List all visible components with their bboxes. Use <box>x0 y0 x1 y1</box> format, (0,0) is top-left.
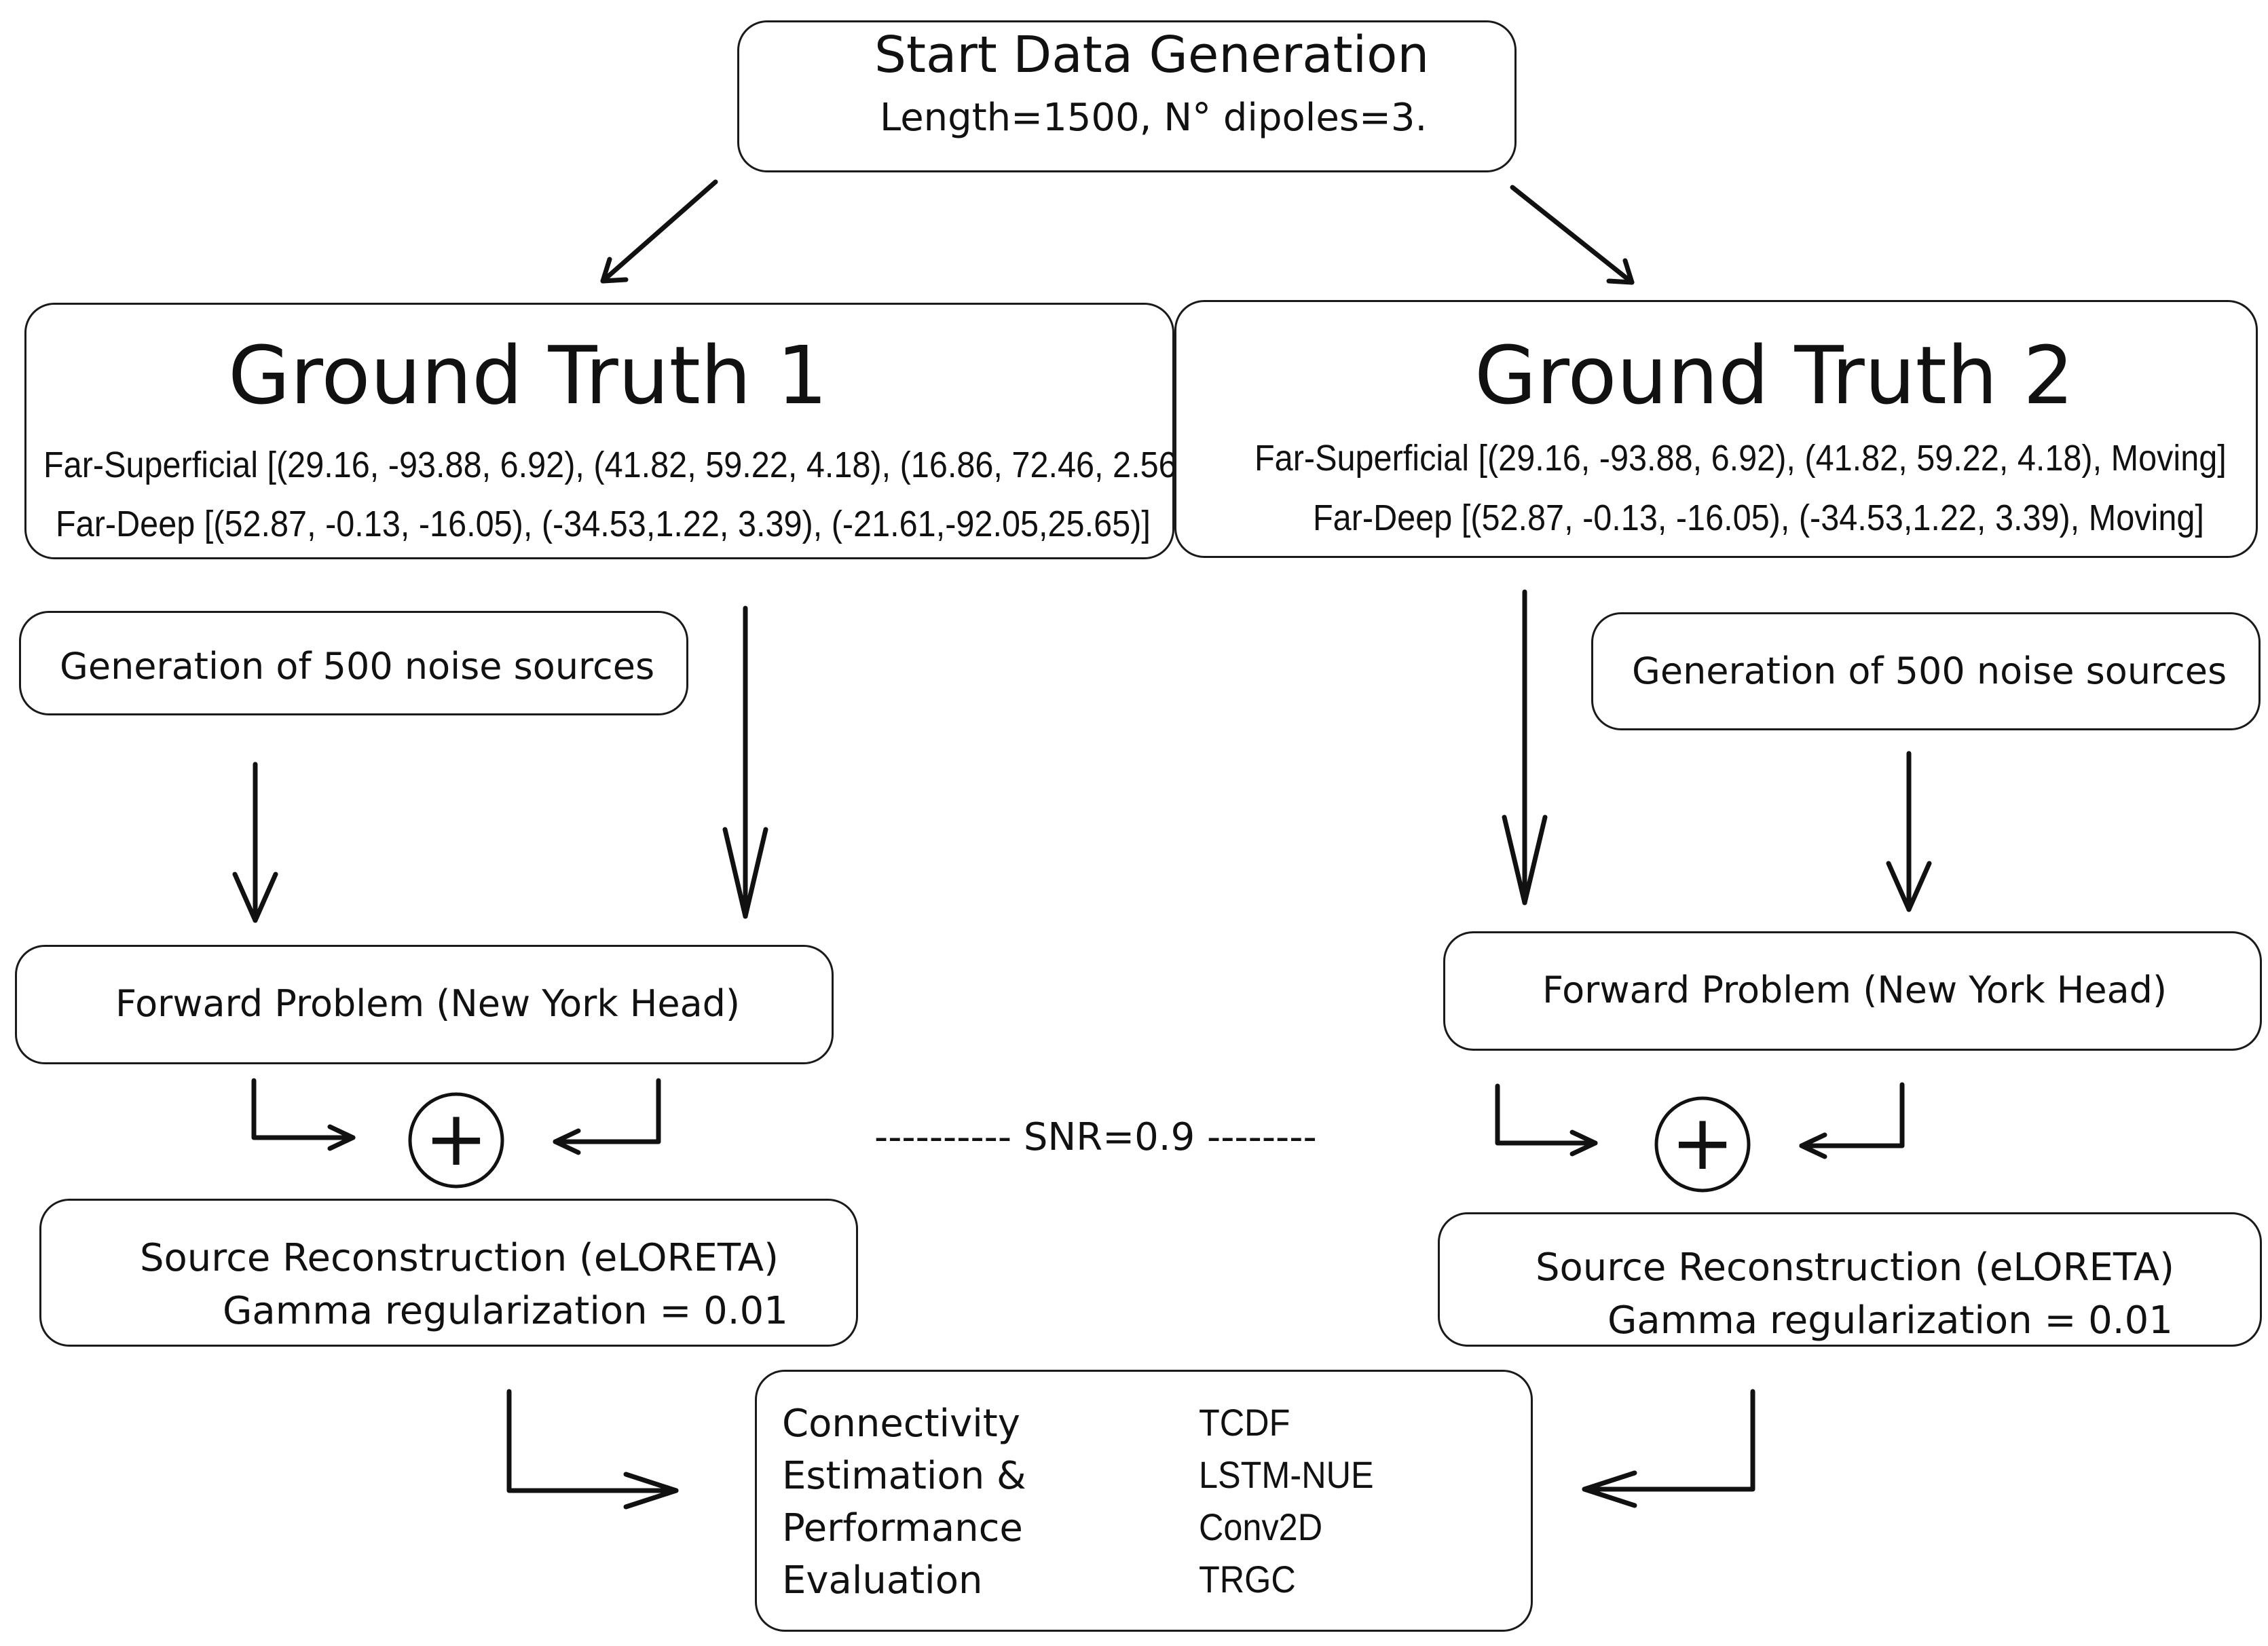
sum-symbol-right: + <box>1671 1099 1734 1187</box>
method-conv2d: Conv2D <box>1199 1505 1323 1548</box>
sum-symbol-left: + <box>424 1095 488 1183</box>
source-reconstruction-method-right: Source Reconstruction (eLORETA) <box>1536 1246 2174 1290</box>
arrow-recon-left-to-connectivity <box>506 1389 679 1493</box>
forward-problem-box-left <box>15 945 834 1064</box>
source-reconstruction-box-left <box>39 1199 858 1347</box>
connectivity-line-1: Connectivity <box>782 1402 1020 1446</box>
arrow-merge-right-in-head <box>1569 1129 1598 1157</box>
arrow-merge-left-noise <box>553 1078 661 1144</box>
arrow-merge-right-noise <box>1799 1082 1905 1148</box>
method-trgc: TRGC <box>1199 1558 1296 1601</box>
arrow-merge-left-in <box>251 1078 356 1140</box>
arrow-merge-right-in <box>1495 1083 1598 1146</box>
ground-truth-1-far-superficial: Far-Superficial [(29.16, -93.88, 6.92), … <box>43 445 1197 485</box>
arrow-merge-left-in-head <box>327 1124 356 1151</box>
ground-truth-2-far-deep: Far-Deep [(52.87, -0.13, -16.05), (-34.5… <box>1313 498 2204 538</box>
forward-problem-label-right: Forward Problem (New York Head) <box>1542 969 2168 1011</box>
sum-circle-right <box>1654 1096 1751 1193</box>
source-reconstruction-gamma-left: Gamma regularization = 0.01 <box>223 1289 788 1333</box>
arrow-start-to-gt1 <box>600 179 718 284</box>
arrow-gt2-down-head <box>1502 815 1548 905</box>
noise-box-left <box>19 611 688 715</box>
method-tcdf: TCDF <box>1199 1401 1290 1444</box>
connectivity-line-2: Estimation & <box>782 1454 1026 1498</box>
noise-label-left: Generation of 500 noise sources <box>60 645 655 688</box>
source-reconstruction-gamma-right: Gamma regularization = 0.01 <box>1607 1298 2173 1343</box>
sum-circle-left <box>408 1092 504 1189</box>
snr-label: ---------- SNR=0.9 -------- <box>874 1115 1317 1159</box>
source-reconstruction-box-right <box>1438 1212 2262 1347</box>
connectivity-box <box>755 1370 1533 1632</box>
ground-truth-2-title: Ground Truth 2 <box>1474 329 2075 422</box>
arrow-noise-left-down-head <box>232 872 278 923</box>
start-title: Start Data Generation <box>874 26 1430 84</box>
arrow-recon-left-to-connectivity-head <box>623 1472 679 1510</box>
ground-truth-2-far-superficial: Far-Superficial [(29.16, -93.88, 6.92), … <box>1254 438 2227 479</box>
arrow-recon-right-to-connectivity <box>1582 1389 1755 1492</box>
arrow-start-to-gt1-head <box>600 257 629 284</box>
ground-truth-1-title: Ground Truth 1 <box>228 329 828 422</box>
start-box <box>737 20 1517 172</box>
arrow-noise-right-down-head <box>1886 861 1932 912</box>
connectivity-line-4: Evaluation <box>782 1558 983 1603</box>
noise-label-right: Generation of 500 noise sources <box>1632 650 2227 692</box>
method-lstm-nue: LSTM-NUE <box>1199 1453 1374 1496</box>
arrow-start-to-gt2 <box>1510 185 1635 285</box>
forward-problem-box-right <box>1443 931 2262 1051</box>
source-reconstruction-method-left: Source Reconstruction (eLORETA) <box>140 1236 779 1280</box>
start-subtitle: Length=1500, N° dipoles=3. <box>880 96 1428 140</box>
arrow-merge-left-noise-head <box>553 1128 581 1155</box>
ground-truth-1-box <box>24 303 1174 559</box>
forward-problem-label-left: Forward Problem (New York Head) <box>115 982 741 1025</box>
arrow-recon-right-to-connectivity-head <box>1582 1470 1637 1508</box>
ground-truth-2-box <box>1174 300 2258 558</box>
arrow-gt1-down-head <box>722 827 768 919</box>
connectivity-line-3: Performance <box>782 1506 1023 1550</box>
arrow-merge-right-noise-head <box>1799 1132 1827 1159</box>
ground-truth-1-far-deep: Far-Deep [(52.87, -0.13, -16.05), (-34.5… <box>56 504 1151 544</box>
arrow-start-to-gt2-head <box>1606 258 1635 285</box>
noise-box-right <box>1591 612 2261 730</box>
